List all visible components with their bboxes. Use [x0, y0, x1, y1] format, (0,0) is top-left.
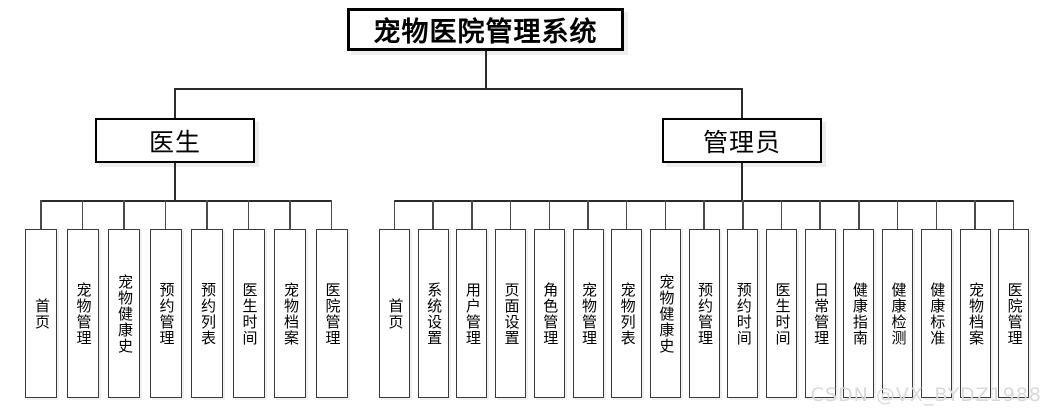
- leaf-node[interactable]: 医生时间: [766, 229, 797, 398]
- leaf-node-label: 预约管理: [696, 281, 715, 346]
- leaf-node[interactable]: 预约时间: [727, 229, 759, 398]
- leaf-node[interactable]: 宠物档案: [959, 229, 991, 398]
- leaf-node-label: 健康指南: [850, 281, 869, 346]
- connector-leaf-stub: [780, 200, 783, 229]
- connector-branch-drop: [174, 163, 176, 200]
- leaf-node[interactable]: 预约列表: [191, 229, 223, 398]
- connector-leaf-stub: [164, 200, 167, 229]
- leaf-node[interactable]: 首页: [25, 229, 57, 398]
- connector-leaf-stub: [247, 200, 250, 229]
- connector-leaf-stub: [896, 200, 899, 229]
- connector-branch-drop: [741, 163, 743, 200]
- leaf-node[interactable]: 健康检测: [882, 229, 914, 398]
- leaf-node-label: 医院管理: [323, 281, 342, 346]
- leaf-node[interactable]: 宠物管理: [66, 229, 99, 398]
- leaf-node-label: 角色管理: [541, 281, 560, 346]
- connector-leaf-stub: [81, 200, 84, 229]
- leaf-node[interactable]: 宠物列表: [611, 229, 643, 398]
- connector-leaf-stub: [206, 200, 208, 229]
- leaf-node-label: 页面设置: [502, 281, 521, 346]
- leaf-node[interactable]: 宠物管理: [572, 229, 604, 398]
- branch-node-admin-label: 管理员: [702, 127, 781, 157]
- leaf-node[interactable]: 健康标准: [920, 229, 952, 398]
- leaf-node-label: 医生时间: [773, 281, 792, 346]
- branch-node-doctor[interactable]: 医生: [95, 118, 255, 163]
- leaf-node[interactable]: 宠物健康史: [649, 229, 681, 398]
- leaf-node[interactable]: 角色管理: [533, 229, 565, 398]
- connector-leaf-stub: [858, 200, 860, 229]
- leaf-node[interactable]: 预约管理: [149, 229, 182, 398]
- leaf-node[interactable]: 首页: [379, 229, 410, 398]
- connector-leaf-stub: [742, 200, 744, 229]
- leaf-node-label: 首页: [32, 297, 51, 330]
- leaf-node[interactable]: 用户管理: [456, 229, 488, 398]
- connector-leaf-stub: [289, 200, 291, 229]
- leaf-node-label: 用户管理: [463, 281, 482, 346]
- leaf-node-label: 系统设置: [425, 281, 444, 346]
- connector-leaf-stub: [703, 200, 705, 229]
- leaf-node-label: 宠物管理: [74, 281, 93, 346]
- leaf-node-label: 预约管理: [157, 281, 176, 346]
- connector-root-bus: [175, 88, 742, 90]
- leaf-node[interactable]: 宠物健康史: [108, 229, 140, 398]
- leaf-node-label: 健康检测: [889, 281, 908, 346]
- branch-node-admin[interactable]: 管理员: [662, 118, 822, 163]
- leaf-node-label: 宠物管理: [579, 281, 598, 346]
- leaf-node[interactable]: 健康指南: [843, 229, 875, 398]
- connector-leaf-stub: [471, 200, 473, 229]
- root-node[interactable]: 宠物医院管理系统: [347, 8, 624, 51]
- leaf-node[interactable]: 医院管理: [998, 229, 1030, 398]
- leaf-node-label: 宠物健康史: [115, 273, 134, 354]
- leaf-node-label: 预约列表: [198, 281, 217, 346]
- connector-leaf-stub: [123, 200, 125, 229]
- root-node-label: 宠物医院管理系统: [373, 17, 598, 48]
- leaf-node[interactable]: 页面设置: [495, 229, 527, 398]
- leaf-node-label: 日常管理: [812, 281, 831, 346]
- connector-leaf-stub: [330, 200, 333, 229]
- connector-leaf-stub: [664, 200, 667, 229]
- connector-leaf-stub: [393, 200, 396, 229]
- connector-leaf-stub: [1012, 200, 1015, 229]
- leaf-node-label: 宠物档案: [281, 281, 300, 346]
- connector-leaf-stub: [974, 200, 976, 229]
- leaf-node-label: 宠物档案: [966, 281, 985, 346]
- connector-branch-bus: [41, 200, 332, 202]
- leaf-node-label: 宠物健康史: [657, 273, 676, 354]
- connector-leaf-stub: [40, 200, 42, 229]
- branch-node-doctor-label: 医生: [148, 127, 201, 157]
- leaf-node[interactable]: 宠物档案: [274, 229, 306, 398]
- connector-root-drop: [484, 51, 487, 88]
- connector-leaf-stub: [587, 200, 589, 229]
- connector-leaf-stub: [625, 200, 628, 229]
- leaf-node-label: 健康标准: [928, 281, 947, 346]
- leaf-node-label: 预约时间: [734, 281, 753, 346]
- watermark: CSDN @VX_BYDZ1988: [810, 384, 1042, 406]
- leaf-node[interactable]: 医院管理: [315, 229, 348, 398]
- connector-leaf-stub: [935, 200, 938, 229]
- connector-to-doctor: [174, 88, 176, 118]
- leaf-node-label: 医生时间: [240, 281, 259, 346]
- leaf-node[interactable]: 预约管理: [688, 229, 720, 398]
- connector-leaf-stub: [548, 200, 551, 229]
- connector-leaf-stub: [432, 200, 434, 229]
- leaf-node-label: 宠物列表: [618, 281, 637, 346]
- connector-to-admin: [741, 88, 743, 118]
- connector-leaf-stub: [819, 200, 821, 229]
- leaf-node-label: 首页: [386, 297, 405, 330]
- leaf-node[interactable]: 医生时间: [232, 229, 265, 398]
- leaf-node[interactable]: 系统设置: [417, 229, 449, 398]
- connector-leaf-stub: [509, 200, 512, 229]
- leaf-node[interactable]: 日常管理: [804, 229, 836, 398]
- leaf-node-label: 医院管理: [1005, 281, 1024, 346]
